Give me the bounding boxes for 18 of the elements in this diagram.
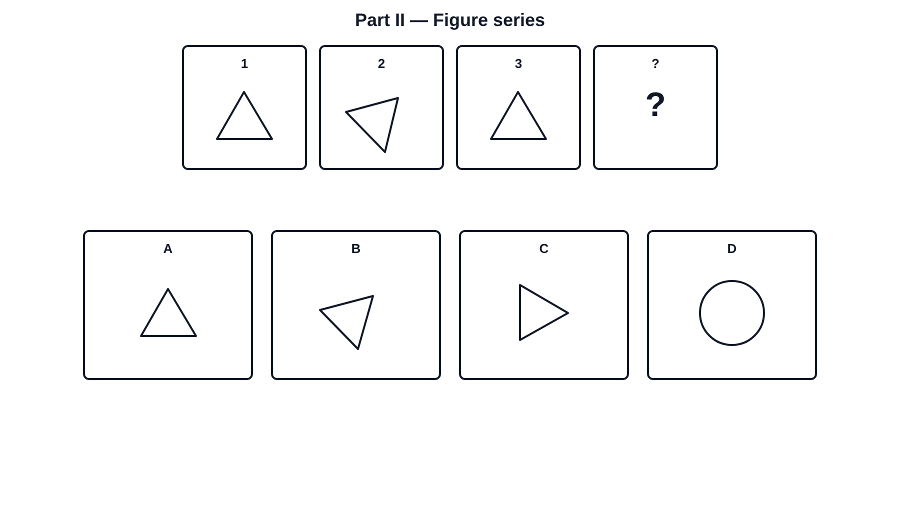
figure-card [182,45,307,170]
figure-label: 3 [514,56,524,72]
figure-card [271,230,441,380]
question-mark: ? [644,86,667,124]
figure-card [459,230,629,380]
figure-label: ? [650,56,660,72]
figure-label: 1 [240,56,250,72]
title: Part II — Figure series [354,10,546,31]
figure-label: B [350,241,362,257]
figure-label: C [538,241,550,257]
figure-card [83,230,253,380]
figure-label: D [726,241,738,257]
figure-card [456,45,581,170]
figure-label: 2 [376,56,386,72]
figure-card [319,45,444,170]
figure-card [593,45,718,170]
figure-label: A [162,241,174,257]
figure-card [647,230,817,380]
